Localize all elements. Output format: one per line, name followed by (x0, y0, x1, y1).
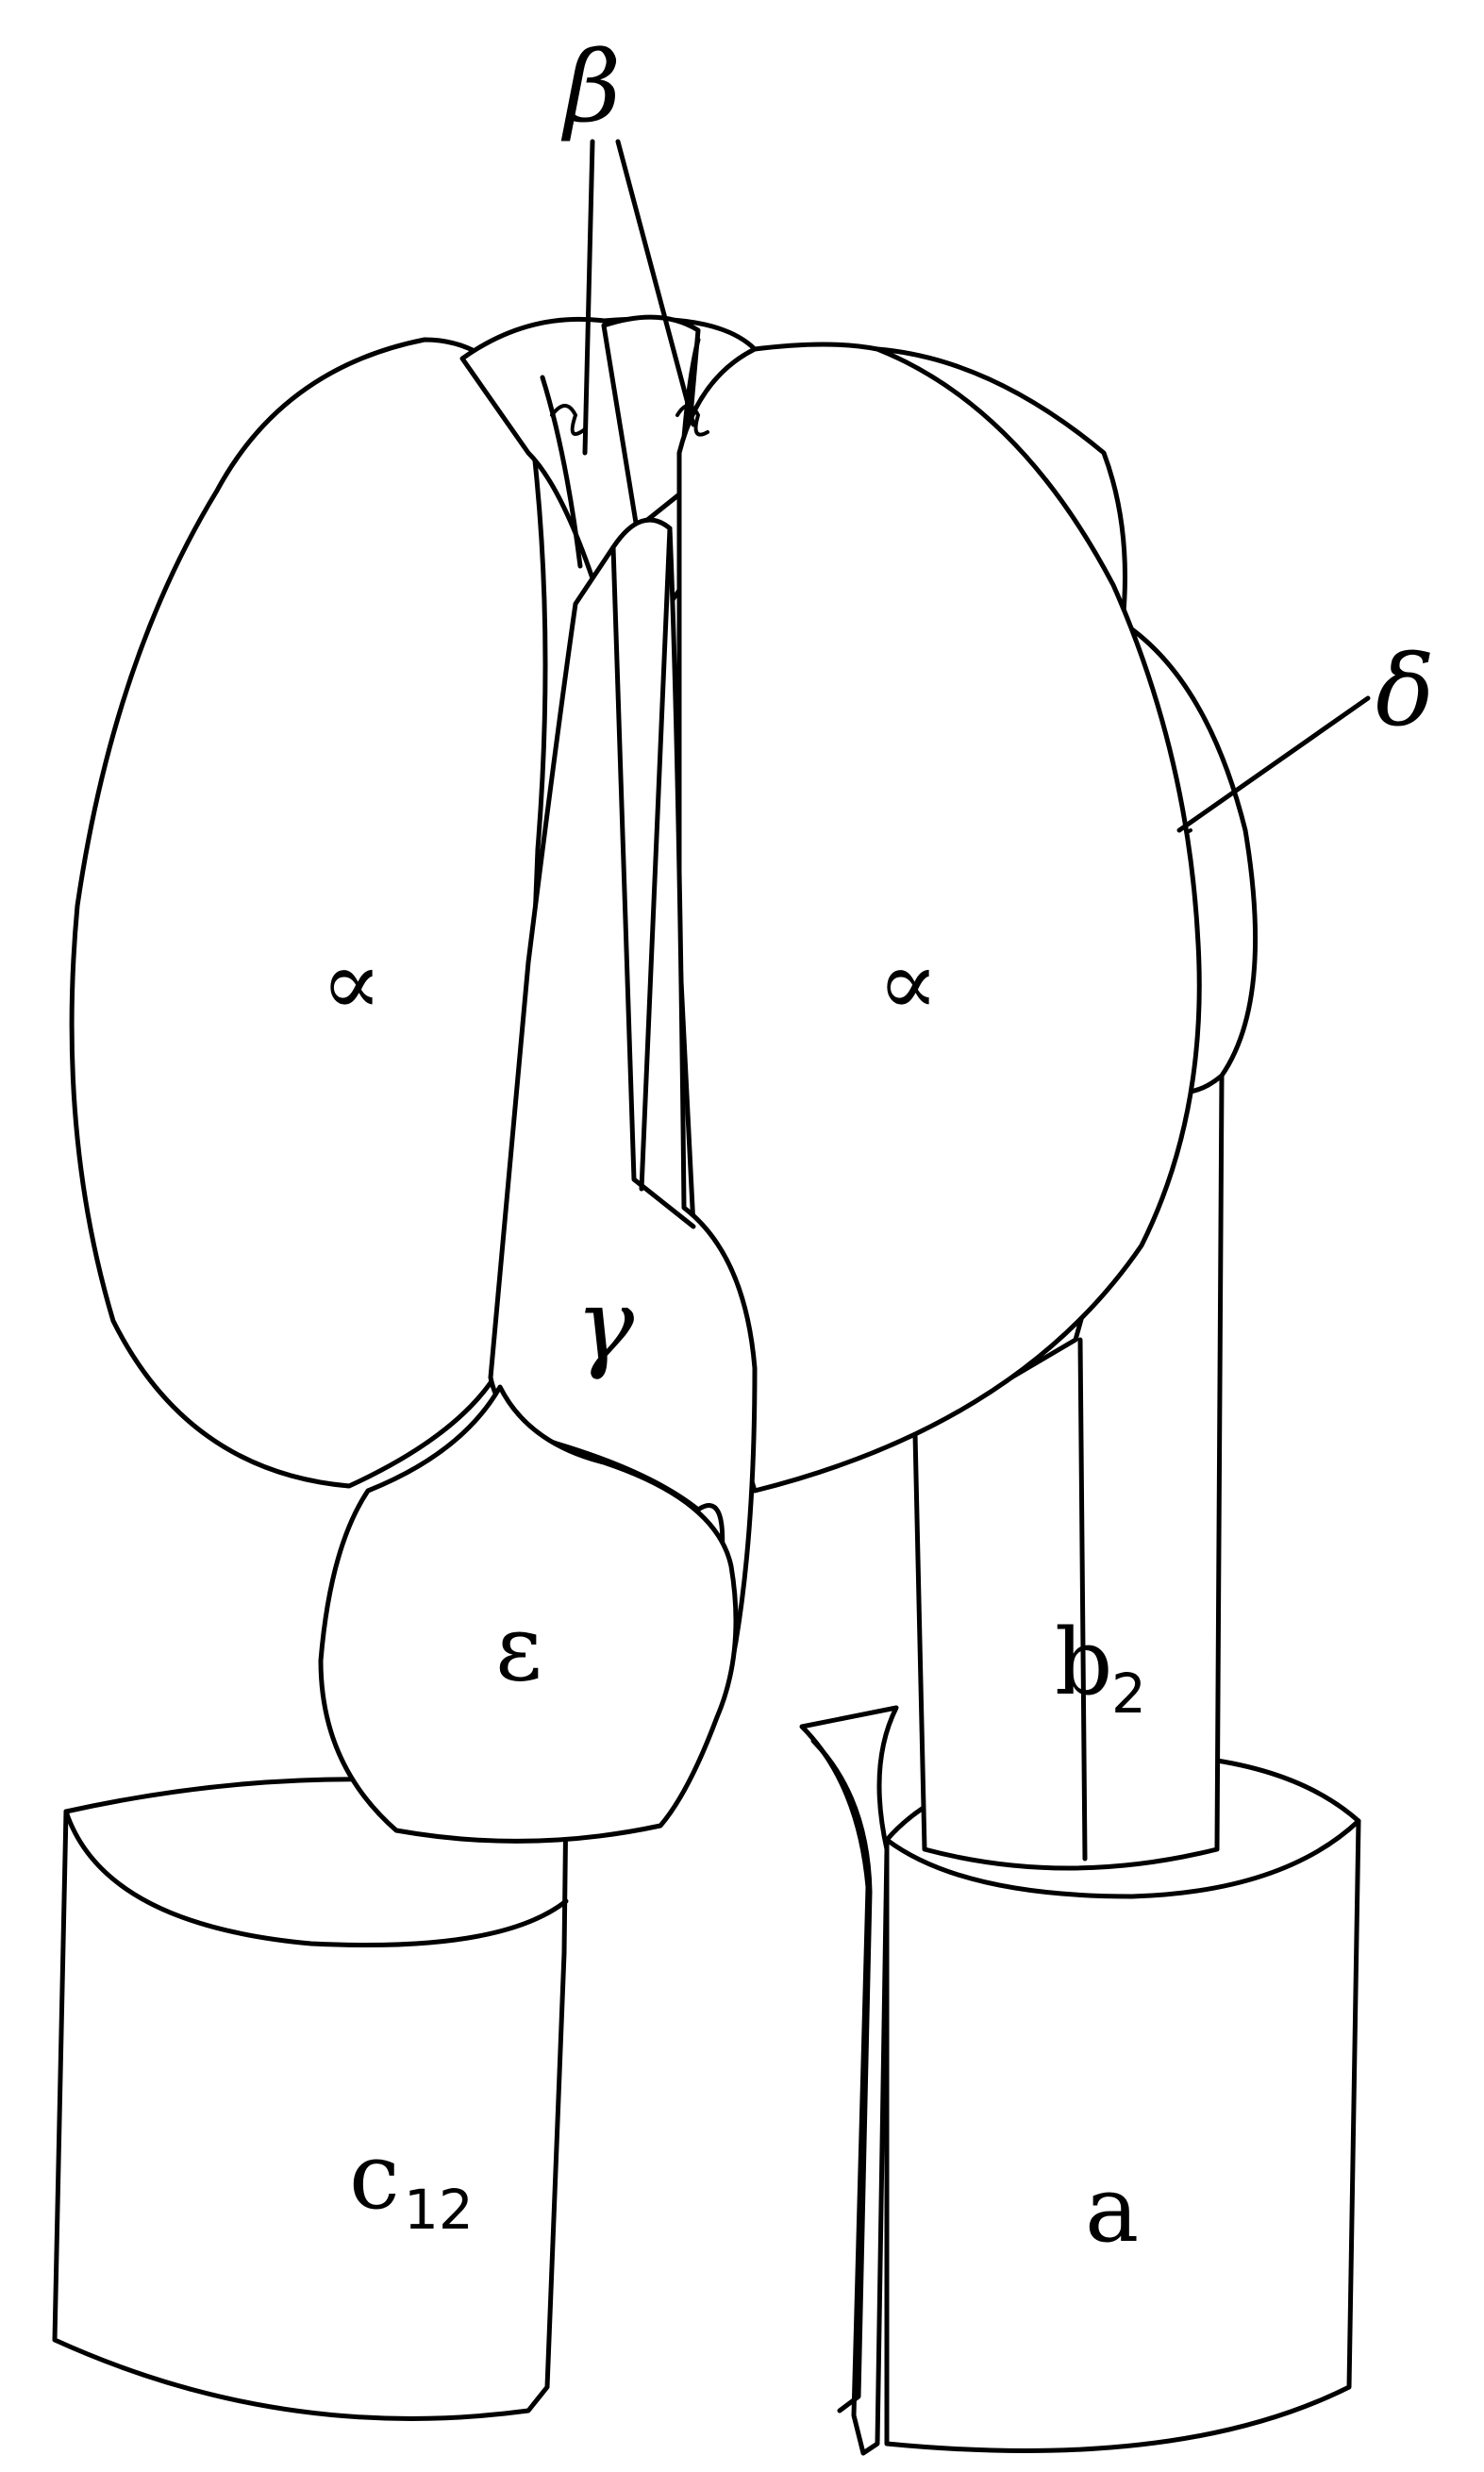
alpha-subunit-left (72, 340, 545, 1486)
alpha-left-label: ∝ (321, 930, 382, 1036)
b2-label-base: b (1055, 1610, 1112, 1715)
connector-strip (802, 1708, 896, 2453)
c12-label-subscript: 12 (404, 2178, 474, 2242)
alpha-right-label: ∝ (877, 930, 939, 1036)
delta-label: δ (1376, 633, 1435, 748)
gamma-label: γ (575, 1267, 635, 1382)
c12-ring (55, 1779, 566, 2419)
c12-label-base: c (349, 2124, 400, 2230)
epsilon-label: ε (495, 1595, 542, 1701)
b2-label-subscript: 2 (1111, 1662, 1146, 1726)
beta-label: β (560, 29, 621, 144)
a-label: a (1085, 2157, 1139, 2263)
